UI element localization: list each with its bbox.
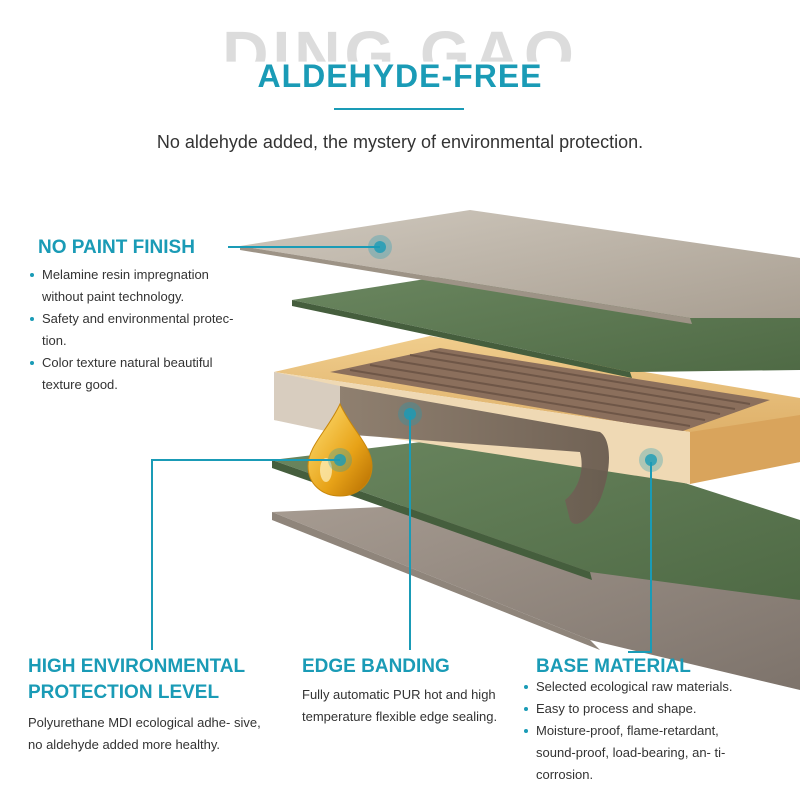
high-env-heading-line1: HIGH ENVIRONMENTAL [28, 656, 246, 677]
hotspot-marker-icon [398, 402, 422, 426]
page-subtitle: No aldehyde added, the mystery of enviro… [156, 132, 644, 152]
high-env-heading-line2: PROTECTION LEVEL [28, 682, 220, 703]
list-item: Moisture-proof, flame-retardant, sound-p… [522, 720, 762, 786]
hotspot-marker-icon [328, 448, 352, 472]
edge-banding-text: Fully automatic PUR hot and high tempera… [302, 687, 498, 724]
list-item: Melamine resin impregnation without pain… [28, 264, 248, 308]
hotspot-marker-icon [639, 448, 663, 472]
green-mdf-upper-layer [292, 272, 800, 378]
page-title: ALDEHYDE-FREE [257, 58, 543, 94]
edge-banding-strip [340, 386, 609, 524]
brand-watermark: DING GAO [222, 18, 578, 90]
no-paint-list: Melamine resin impregnation without pain… [28, 264, 248, 396]
base-material-heading: BASE MATERIAL [536, 656, 691, 677]
list-item: Color texture natural beautiful texture … [28, 352, 248, 396]
top-melamine-layer [240, 210, 800, 324]
no-paint-heading: NO PAINT FINISH [38, 237, 195, 258]
title-underline [334, 108, 464, 110]
oil-drop-icon [307, 402, 373, 497]
edge-banding-heading: EDGE BANDING [302, 656, 450, 677]
list-item: Safety and environmental protec- tion. [28, 308, 248, 352]
callout-leader-lines [151, 246, 652, 653]
list-item: Selected ecological raw materials. [522, 676, 762, 698]
base-material-list: Selected ecological raw materials. Easy … [522, 676, 762, 786]
list-item: Easy to process and shape. [522, 698, 762, 720]
high-env-text: Polyurethane MDI ecological adhe- sive, … [28, 715, 261, 752]
hotspot-marker-icon [368, 235, 392, 259]
